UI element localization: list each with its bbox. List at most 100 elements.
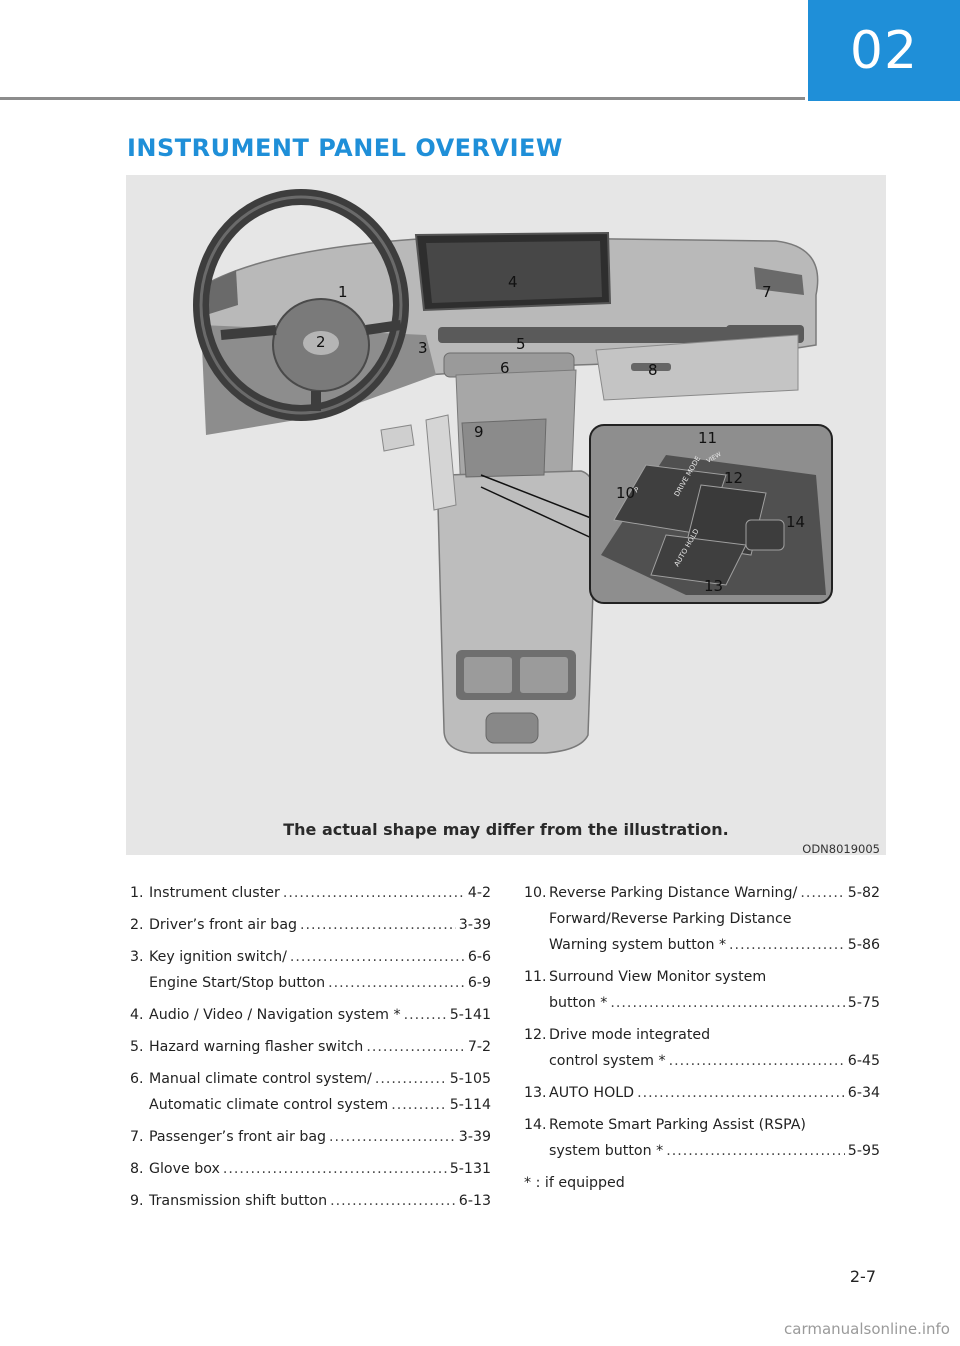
item-label: control system *	[549, 1048, 666, 1074]
item-label: Passenger’s front air bag	[149, 1124, 326, 1150]
callout-11: 11	[698, 429, 717, 447]
item-line: Drive mode integrated	[549, 1022, 880, 1048]
list-item: 13.AUTO HOLD 6-34	[524, 1080, 880, 1106]
callout-6: 6	[500, 359, 510, 377]
item-line: Glove box5-131	[149, 1156, 491, 1182]
section-title: INSTRUMENT PANEL OVERVIEW	[127, 134, 563, 162]
dot-leader	[329, 1124, 456, 1150]
item-page-ref: 5-114	[450, 1092, 491, 1118]
item-line: AUTO HOLD 6-34	[549, 1080, 880, 1106]
item-page-ref: 5-95	[848, 1138, 880, 1164]
item-number: 13.	[524, 1080, 549, 1106]
list-item: 5.Hazard warning flasher switch 7-2	[130, 1034, 491, 1060]
callout-12: 12	[724, 469, 743, 487]
item-label: Automatic climate control system	[149, 1092, 388, 1118]
item-line: Automatic climate control system 5-114	[149, 1092, 491, 1118]
item-number: 2.	[130, 912, 149, 938]
item-page-ref: 5-82	[848, 880, 880, 906]
item-label: Key ignition switch/	[149, 944, 287, 970]
callout-10: 10	[616, 484, 635, 502]
dot-leader	[404, 1002, 447, 1028]
item-line: Remote Smart Parking Assist (RSPA)	[549, 1112, 880, 1138]
item-label: Driver’s front air bag	[149, 912, 297, 938]
item-label: Transmission shift button	[149, 1188, 327, 1214]
item-label: Drive mode integrated	[549, 1022, 710, 1048]
item-label: Warning system button *	[549, 932, 726, 958]
dot-leader	[283, 880, 465, 906]
list-item: 4.Audio / Video / Navigation system *5-1…	[130, 1002, 491, 1028]
item-page-ref: 5-75	[848, 990, 880, 1016]
dot-leader	[729, 932, 845, 958]
dot-leader	[300, 912, 456, 938]
list-item: 2.Driver’s front air bag3-39	[130, 912, 491, 938]
item-page-ref: 3-39	[459, 1124, 491, 1150]
item-line: Forward/Reverse Parking Distance	[549, 906, 880, 932]
item-label: Hazard warning flasher switch	[149, 1034, 363, 1060]
item-number: 6.	[130, 1066, 149, 1092]
item-page-ref: 6-13	[459, 1188, 491, 1214]
item-number: 8.	[130, 1156, 149, 1182]
page-number: 2-7	[850, 1267, 876, 1286]
item-line: Reverse Parking Distance Warning/5-82	[549, 880, 880, 906]
item-page-ref: 4-2	[468, 880, 491, 906]
list-item: 1.Instrument cluster4-2	[130, 880, 491, 906]
header-rule	[0, 97, 805, 100]
item-label: Forward/Reverse Parking Distance	[549, 906, 792, 932]
chapter-tab: 02	[808, 0, 960, 101]
item-number: 5.	[130, 1034, 149, 1060]
callout-2: 2	[316, 333, 326, 351]
item-number: 12.	[524, 1022, 549, 1048]
dot-leader	[330, 1188, 456, 1214]
item-label: Remote Smart Parking Assist (RSPA)	[549, 1112, 806, 1138]
dot-leader	[669, 1048, 845, 1074]
list-item: 10.Reverse Parking Distance Warning/5-82…	[524, 880, 880, 958]
callout-7: 7	[762, 283, 772, 301]
item-line: Transmission shift button 6-13	[149, 1188, 491, 1214]
dashboard-drawing: P DRIVE MODE AUTO HOLD VIEW 1 2 3 4 5 6 …	[126, 175, 886, 855]
item-line: system button * 5-95	[549, 1138, 880, 1164]
item-label: Engine Start/Stop button	[149, 970, 325, 996]
item-page-ref: 6-45	[848, 1048, 880, 1074]
callout-13: 13	[704, 577, 723, 595]
footnote: * : if equipped	[524, 1170, 880, 1196]
callout-9: 9	[474, 423, 484, 441]
item-page-ref: 5-131	[450, 1156, 491, 1182]
dot-leader	[328, 970, 465, 996]
item-label: AUTO HOLD	[549, 1080, 634, 1106]
list-item: 9.Transmission shift button 6-13	[130, 1188, 491, 1214]
callout-8: 8	[648, 361, 658, 379]
callout-4: 4	[508, 273, 518, 291]
instrument-panel-illustration: P DRIVE MODE AUTO HOLD VIEW 1 2 3 4 5 6 …	[126, 175, 886, 855]
item-line: Engine Start/Stop button6-9	[149, 970, 491, 996]
item-page-ref: 6-34	[848, 1080, 880, 1106]
item-line: Passenger’s front air bag 3-39	[149, 1124, 491, 1150]
dot-leader	[366, 1034, 465, 1060]
item-line: Audio / Video / Navigation system *5-141	[149, 1002, 491, 1028]
item-label: system button *	[549, 1138, 663, 1164]
left-item-list: 1.Instrument cluster4-2 2.Driver’s front …	[130, 880, 491, 1220]
item-page-ref: 6-6	[468, 944, 491, 970]
item-page-ref: 5-141	[450, 1002, 491, 1028]
dot-leader	[666, 1138, 845, 1164]
dot-leader	[800, 880, 844, 906]
list-item: 14.Remote Smart Parking Assist (RSPA)sys…	[524, 1112, 880, 1164]
item-page-ref: 7-2	[468, 1034, 491, 1060]
item-line: control system * 6-45	[549, 1048, 880, 1074]
item-label: Surround View Monitor system	[549, 964, 766, 990]
item-number: 10.	[524, 880, 549, 906]
item-number: 4.	[130, 1002, 149, 1028]
item-number: 9.	[130, 1188, 149, 1214]
figure-code: ODN8019005	[802, 842, 880, 855]
callout-3: 3	[418, 339, 428, 357]
dot-leader	[290, 944, 465, 970]
item-line: Surround View Monitor system	[549, 964, 880, 990]
figure-caption: The actual shape may differ from the ill…	[126, 820, 886, 839]
dot-leader	[391, 1092, 447, 1118]
item-page-ref: 5-105	[450, 1066, 491, 1092]
item-label: Manual climate control system/	[149, 1066, 372, 1092]
item-line: Driver’s front air bag3-39	[149, 912, 491, 938]
list-item: 6.Manual climate control system/5-105Aut…	[130, 1066, 491, 1118]
